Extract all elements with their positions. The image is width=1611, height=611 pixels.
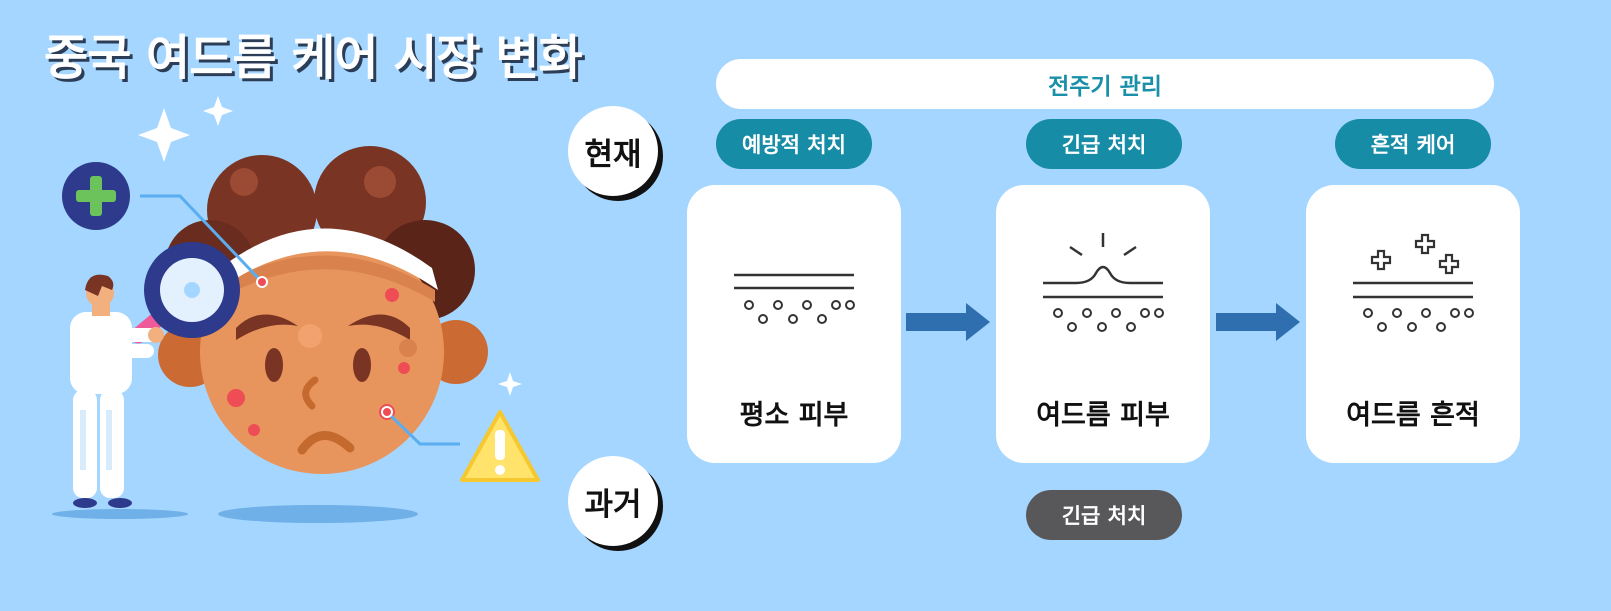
stage-preventive-care: 예방적 처치 bbox=[716, 119, 872, 169]
acne-scar-icon bbox=[1353, 233, 1474, 332]
page-title: 중국 여드름 케어 시장 변화 bbox=[44, 30, 583, 86]
past-label: 과거 bbox=[568, 456, 658, 546]
card-label: 평소 피부 bbox=[739, 400, 849, 431]
acne-illustration bbox=[52, 96, 540, 523]
card-label: 여드름 피부 bbox=[1036, 400, 1170, 431]
arrow-right-icon bbox=[1216, 303, 1300, 341]
stage-emergency-care: 긴급 처치 bbox=[1026, 119, 1182, 169]
card-acne-scar: 여드름 흔적 bbox=[1306, 185, 1520, 463]
present-label: 현재 bbox=[568, 106, 658, 196]
normal-skin-icon bbox=[734, 273, 855, 324]
card-normal-skin: 평소 피부 bbox=[687, 185, 901, 463]
acne-skin-icon bbox=[1043, 233, 1164, 332]
past-stage-emergency-care: 긴급 처치 bbox=[1026, 490, 1182, 540]
card-label: 여드름 흔적 bbox=[1346, 400, 1480, 431]
arrow-right-icon bbox=[906, 303, 990, 341]
lifecycle-management-bar: 전주기 관리 bbox=[716, 59, 1494, 109]
card-acne-skin: 여드름 피부 bbox=[996, 185, 1210, 463]
stage-scar-care: 흔적 케어 bbox=[1335, 119, 1491, 169]
